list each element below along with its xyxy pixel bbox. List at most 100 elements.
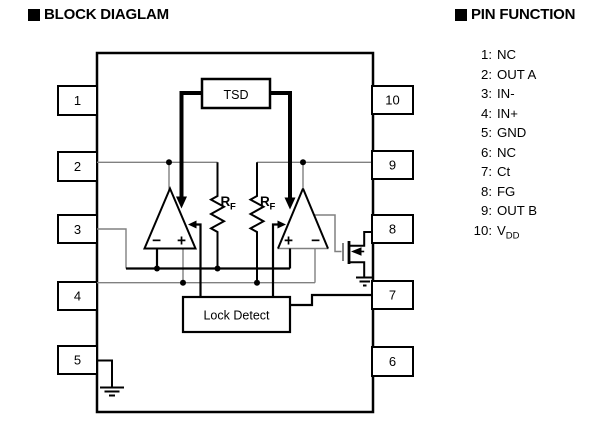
ground-symbol-pin5 — [100, 386, 124, 397]
lock-detect-block — [181, 295, 292, 334]
fet-source-wire — [349, 261, 366, 277]
fet-gate-wire — [314, 214, 342, 253]
pin-function-row: 10:VDD — [462, 221, 537, 246]
pin-box-5 — [57, 345, 98, 375]
opamp-a-triangle — [142, 185, 198, 250]
resistor-rf-a — [208, 162, 227, 269]
pin-number: 2: — [481, 66, 492, 82]
pin-name: IN- — [497, 86, 515, 101]
pin-number: 3: — [481, 86, 492, 101]
black-wires — [97, 223, 371, 387]
pin-box-1 — [57, 85, 98, 116]
pin-name: GND — [497, 125, 527, 140]
block-diagram-header: BLOCK DIAGLAM — [28, 6, 169, 23]
pin-box-4 — [57, 281, 98, 311]
opamp-b-triangle — [277, 188, 329, 249]
tsd-wire-a — [179, 91, 202, 198]
pin-box-8 — [371, 214, 414, 244]
pin-box-2 — [57, 151, 98, 182]
ground-symbol-fet — [356, 276, 374, 287]
opamp-b-minus-sign: − — [311, 233, 320, 250]
pin-label-6: 6 — [389, 354, 396, 369]
pin-box-3 — [57, 214, 98, 244]
rf-b-label: R — [260, 194, 270, 209]
junction-dot — [180, 279, 186, 286]
vdd-label: V — [497, 222, 506, 238]
lock-detect-label: Lock Detect — [203, 309, 270, 323]
pin-number: 6: — [481, 144, 492, 160]
pin-function-header: PIN FUNCTION — [455, 6, 575, 23]
pin-label-8: 8 — [389, 222, 396, 237]
pin-label-9: 9 — [389, 158, 396, 173]
pin-name: FG — [497, 183, 516, 199]
junction-dot — [214, 265, 221, 272]
pin-number: 4: — [481, 105, 492, 121]
tsd-arrow-a-icon — [176, 196, 187, 209]
fet-symbol — [347, 231, 372, 277]
pin-number: 7: — [481, 164, 492, 179]
rf-a-label-sub: F — [230, 202, 236, 213]
lock-sense-b-wire — [271, 223, 278, 297]
pin-function-row: 7: Ct — [462, 162, 537, 182]
fet-drain-wire — [349, 231, 372, 247]
pin-function-row: 2: OUT A — [462, 65, 537, 85]
junction-dots — [154, 159, 306, 286]
pin-label-7: 7 — [389, 288, 396, 303]
left-pin-boxes — [57, 85, 98, 375]
rf-b-label-sub: F — [270, 202, 276, 213]
pin-name: VDD — [497, 221, 520, 246]
pin-label-4: 4 — [74, 289, 81, 304]
pin-function-title: PIN FUNCTION — [471, 6, 576, 23]
fet-body-arrow-icon — [351, 247, 362, 256]
tsd-label: TSD — [224, 88, 249, 102]
sense-arrow-b-icon — [277, 220, 286, 229]
pin-name: OUT B — [497, 203, 538, 218]
pin-number: 5: — [481, 125, 492, 140]
gray-wires — [97, 161, 371, 284]
right-pin-boxes — [371, 85, 414, 377]
pin-function-row: 6: NC — [462, 143, 537, 163]
pin-function-row: 5: GND — [462, 123, 537, 143]
vdd-subscript: DD — [505, 230, 520, 242]
junction-dot — [154, 265, 160, 272]
block-diagram-title: BLOCK DIAGLAM — [44, 6, 169, 23]
pin-label-10: 10 — [385, 93, 399, 108]
pin-number: 1: — [481, 47, 492, 62]
pin-function-row: 3: IN- — [462, 84, 537, 104]
pin-number: 9: — [481, 203, 492, 218]
opamp-a-minus-sign: − — [152, 233, 161, 250]
pin-name: NC — [497, 144, 517, 160]
pin-name: IN+ — [497, 105, 518, 121]
junction-dot — [254, 279, 260, 286]
pin-box-7 — [371, 280, 414, 310]
tsd-arrow-b-icon — [284, 197, 296, 210]
gnd-pin5-wire — [97, 359, 113, 387]
pin-box-6 — [371, 346, 414, 377]
sense-arrow-a-icon — [188, 220, 197, 229]
wire-in-minus-route — [97, 228, 127, 269]
resistor-rf-b — [248, 162, 266, 283]
pin-box-10 — [371, 85, 414, 115]
lock-sense-a-wire — [196, 223, 202, 297]
pin-function-row: 9: OUT B — [462, 201, 537, 221]
pin-box-9 — [371, 150, 414, 180]
square-bullet-icon — [28, 8, 40, 21]
pin-name: NC — [497, 47, 517, 62]
junction-dot — [166, 159, 172, 166]
opamp-b-plus-sign: + — [284, 233, 293, 250]
pin-label-5: 5 — [74, 353, 81, 368]
junction-dot — [300, 159, 306, 166]
lock-to-ct-wire — [290, 293, 371, 307]
tsd-wire-b — [270, 91, 292, 199]
pin-name: Ct — [497, 164, 511, 179]
rf-a-label: R — [221, 194, 231, 209]
square-bullet-icon — [455, 8, 467, 21]
pin-name: OUT A — [497, 66, 537, 82]
pin-label-2: 2 — [74, 159, 81, 174]
pin-function-row: 4: IN+ — [462, 104, 537, 124]
pin-function-list: 1: NC 2: OUT A 3: IN- 4: IN+ 5: GND 6: NC 7: Ct… — [462, 45, 537, 246]
pin-label-1: 1 — [74, 93, 81, 108]
opamp-a-plus-sign: + — [177, 233, 186, 250]
pin-function-row: 1: NC — [462, 45, 537, 65]
